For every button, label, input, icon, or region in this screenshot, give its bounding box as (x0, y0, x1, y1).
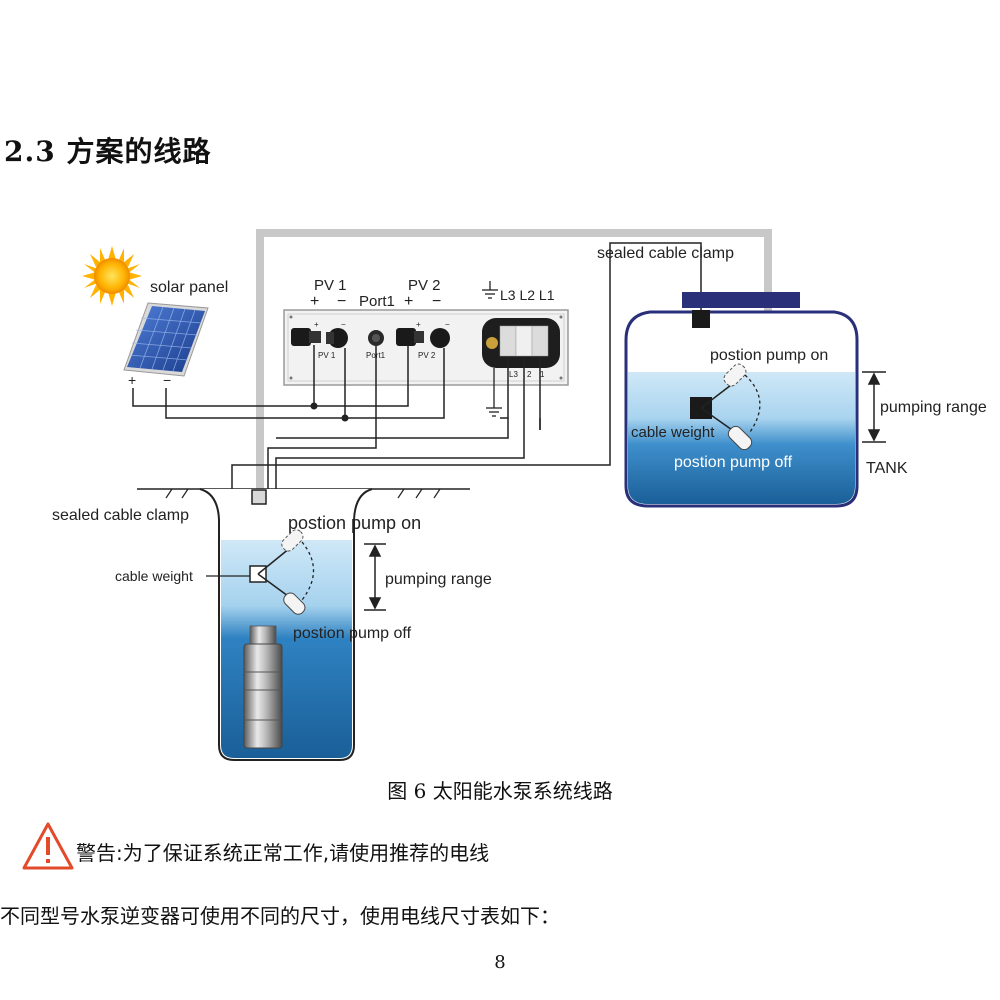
well-clamp-label: sealed cable clamp (52, 507, 189, 524)
pv1-minus-label: − (337, 293, 346, 310)
tank-range-arrow (862, 371, 886, 443)
well-weight-label: cable weight (115, 568, 193, 584)
solar-panel-icon (123, 302, 209, 377)
panel-plus: + (128, 372, 136, 388)
terminal-1-label: 1 (540, 370, 545, 379)
port1-connector (368, 330, 384, 346)
tank-cable-clamp (692, 310, 710, 328)
pv1-minus-small: − (341, 320, 346, 329)
pv2-plus-connector (396, 328, 424, 346)
well-float-switch-on (257, 529, 304, 575)
warning-text: 警告:为了保证系统正常工作,请使用推荐的电线 (76, 841, 490, 865)
tank-weight-label: cable weight (631, 424, 715, 441)
pv1-plus-small: + (314, 320, 319, 329)
pv2-minus-label: − (432, 293, 441, 310)
warning-row: 警告:为了保证系统正常工作,请使用推荐的电线 (20, 820, 489, 872)
tank-range-label: pumping range (880, 399, 987, 416)
tank-label: TANK (866, 460, 908, 477)
pv2-label: PV 2 (408, 277, 441, 294)
pv1-label: PV 1 (314, 277, 347, 294)
panel-minus: − (163, 372, 171, 388)
tank-clamp-label: sealed cable clamp (597, 245, 734, 262)
ground-icon (482, 281, 498, 299)
sun-icon (82, 246, 142, 306)
terminal-2-label: 2 (527, 370, 532, 379)
well-on-label: postion pump on (288, 513, 421, 533)
well-cable-clamp (251, 489, 267, 505)
pv2-plus-small: + (416, 320, 421, 329)
pv2-minus-small: − (445, 320, 450, 329)
well-float-switch-off (257, 573, 306, 615)
figure-caption: 图 6 太阳能水泵系统线路 (387, 779, 613, 803)
line-terminal-labels: L3 L2 L1 (500, 287, 555, 303)
submersible-pump-icon (243, 625, 283, 749)
wire-size-intro: 不同型号水泵逆变器可使用不同的尺寸，使用电线尺寸表如下： (0, 904, 560, 928)
tank-float-switch-off (700, 407, 753, 451)
pv2-plus-label: + (404, 293, 413, 310)
port1-label: Port1 (359, 293, 395, 310)
pv2-minus-connector (430, 328, 450, 348)
terminal-block (482, 318, 560, 368)
pipe (256, 229, 772, 625)
solar-panel-label: solar panel (150, 279, 228, 296)
tank-on-label: postion pump on (710, 347, 828, 364)
well-range-label: pumping range (385, 571, 492, 588)
page-number: 8 (494, 952, 506, 973)
ground-icon (486, 368, 502, 417)
storage-tank (624, 292, 859, 508)
pv1-minus-connector (326, 328, 348, 348)
tank-off-label: postion pump off (674, 454, 793, 471)
pv2-small-label: PV 2 (418, 351, 436, 360)
pv1-plus-label: + (310, 293, 319, 310)
well-range-arrow (364, 543, 386, 611)
terminal-l3-label: L3 (509, 370, 518, 379)
well (137, 488, 470, 761)
warning-icon (22, 822, 74, 870)
well-off-label: postion pump off (293, 625, 412, 642)
tank-float-switch-on (700, 363, 747, 409)
pv1-small-label: PV 1 (318, 351, 336, 360)
pv1-plus-connector (291, 328, 321, 346)
solar-pump-wiring-diagram: solar panel + − (52, 229, 987, 761)
section-heading: 2.3 方案的线路 (4, 135, 212, 168)
